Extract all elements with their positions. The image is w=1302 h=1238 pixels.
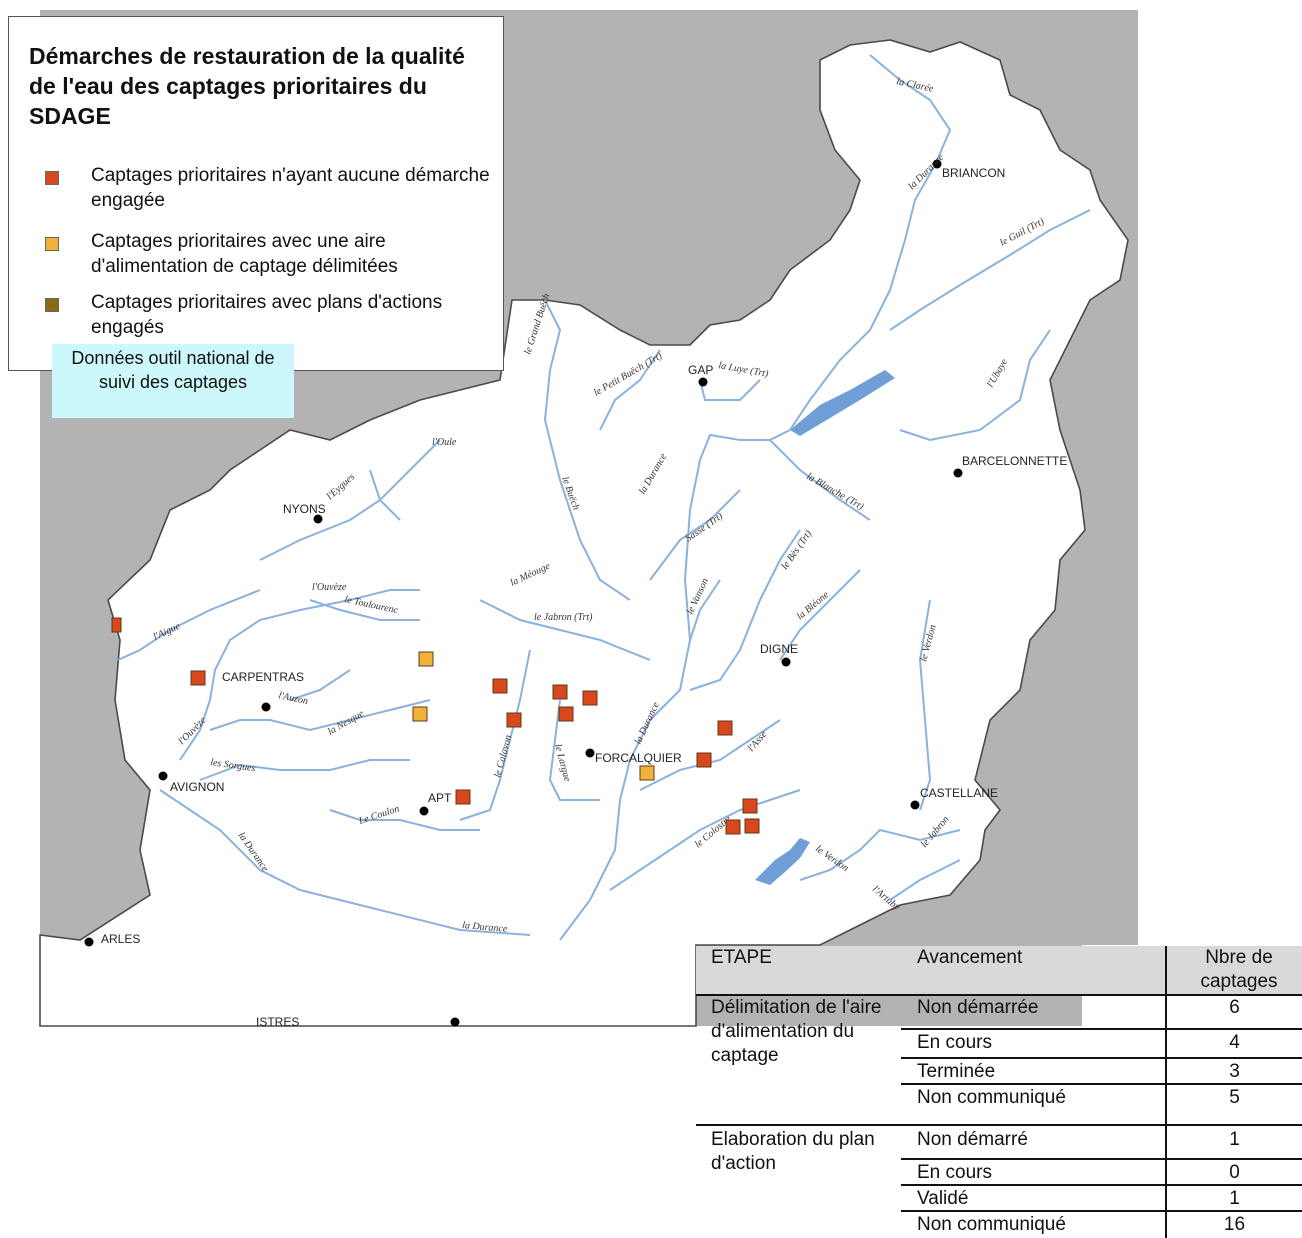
city-dot: [698, 377, 708, 387]
table-count-cell: 5: [1229, 1087, 1240, 1108]
city-dot: [419, 806, 429, 816]
city-dot: [585, 748, 595, 758]
table-header-nombre: Nbre de captages: [1200, 947, 1278, 992]
city-dot: [781, 657, 791, 667]
captage-no-action-marker: [190, 670, 206, 686]
table-rule: [901, 1083, 1302, 1085]
table-count-cell: 4: [1229, 1032, 1240, 1053]
captage-aac-delimited-marker: [412, 706, 428, 722]
city-label: GAP: [688, 363, 713, 377]
table-header-etape: ETAPE: [711, 947, 772, 968]
table-header-background: [696, 946, 1302, 996]
table-status-cell: Non communiqué: [917, 1087, 1066, 1108]
legend-title: Démarches de restauration de la qualité …: [29, 43, 465, 129]
city-label: APT: [428, 791, 452, 805]
table-rule: [901, 1028, 1302, 1030]
table-rule: [901, 1210, 1302, 1212]
city-label: CASTELLANE: [920, 786, 998, 800]
table-status-cell: Non communiqué: [917, 1214, 1066, 1235]
legend-swatch: [45, 298, 59, 312]
city-label: BARCELONNETTE: [962, 454, 1067, 468]
table-rule: [901, 1057, 1302, 1059]
captage-no-action-marker: [742, 798, 758, 814]
table-status-cell: Non démarré: [917, 1129, 1028, 1150]
table-rule: [696, 994, 1302, 996]
captage-no-action-marker: [492, 678, 508, 694]
table-rule: [901, 1158, 1302, 1160]
lake-sainte-croix: [755, 838, 810, 885]
captage-no-action-marker: [558, 706, 574, 722]
table-count-cell: 3: [1229, 1061, 1240, 1082]
captage-no-action-marker: [725, 819, 741, 835]
table-count-cell: 16: [1223, 1214, 1246, 1235]
city-dot: [932, 159, 942, 169]
captage-markers: [111, 617, 760, 835]
city-dot: [450, 1017, 460, 1027]
captage-aac-delimited-marker: [639, 765, 655, 781]
city-dot: [158, 771, 168, 781]
city-label: DIGNE: [760, 642, 798, 656]
cities: BRIANCON GAP BARCELONNETTE NYONS DIGNE C…: [84, 159, 1067, 1029]
region-land: [39, 39, 1129, 1027]
captage-aac-delimited-marker: [418, 651, 434, 667]
legend-label: Captages prioritaires n'ayant aucune dém…: [91, 165, 490, 211]
legend: Démarches de restauration de la qualité …: [8, 16, 504, 371]
city-dot: [953, 468, 963, 478]
city-label: ISTRES: [256, 1015, 299, 1029]
legend-label: Captages prioritaires avec une aire d'al…: [91, 231, 398, 277]
legend-swatch: [45, 237, 59, 251]
captage-no-action-marker: [696, 752, 712, 768]
captage-no-action-marker: [582, 690, 598, 706]
table-status-cell: En cours: [917, 1032, 992, 1053]
captage-no-action-marker: [744, 818, 760, 834]
legend-swatch: [45, 171, 59, 185]
table-column-rule: [1165, 946, 1167, 1238]
captage-no-action-marker: [717, 720, 733, 736]
progress-table: ETAPE Avancement Nbre de captages Délimi…: [696, 946, 1302, 1238]
rivers: [117, 54, 1091, 941]
city-label: AVIGNON: [170, 780, 224, 794]
table-rule: [901, 1184, 1302, 1186]
lake-serre-poncon: [790, 370, 895, 436]
table-count-cell: 0: [1229, 1162, 1240, 1183]
river-label: le Jabron (Trt): [534, 612, 593, 623]
source-note: Données outil national de suivi des capt…: [52, 344, 294, 418]
city-label: CARPENTRAS: [222, 670, 304, 684]
table-status-cell: Non démarrée: [917, 997, 1039, 1018]
table-count-cell: 1: [1229, 1129, 1240, 1150]
city-dot: [261, 702, 271, 712]
city-label: FORCALQUIER: [595, 751, 682, 765]
city-label: BRIANCON: [942, 166, 1005, 180]
river-label: l'Oule: [432, 437, 457, 448]
city-dot: [84, 937, 94, 947]
legend-label: Captages prioritaires avec plans d'actio…: [91, 292, 443, 338]
city-dot: [313, 514, 323, 524]
river-label: l'Ouvèze: [312, 582, 347, 593]
captage-no-action-marker: [455, 789, 471, 805]
table-rule: [696, 1124, 1302, 1126]
city-label: ARLES: [101, 932, 140, 946]
city-label: NYONS: [283, 502, 326, 516]
table-count-cell: 1: [1229, 1188, 1240, 1209]
table-status-cell: Validé: [917, 1188, 969, 1209]
captage-no-action-marker: [111, 617, 122, 633]
city-dot: [910, 800, 920, 810]
captage-no-action-marker: [552, 684, 568, 700]
table-header-avancement: Avancement: [917, 947, 1023, 968]
table-etape-cell: Délimitation de l'aire d'alimentation du…: [711, 997, 882, 1066]
table-count-cell: 6: [1229, 997, 1240, 1018]
river-label: la Durance: [462, 920, 509, 935]
table-etape-cell: Elaboration du plan d'action: [711, 1129, 875, 1174]
table-status-cell: En cours: [917, 1162, 992, 1183]
captage-no-action-marker: [506, 712, 522, 728]
table-status-cell: Terminée: [917, 1061, 996, 1082]
